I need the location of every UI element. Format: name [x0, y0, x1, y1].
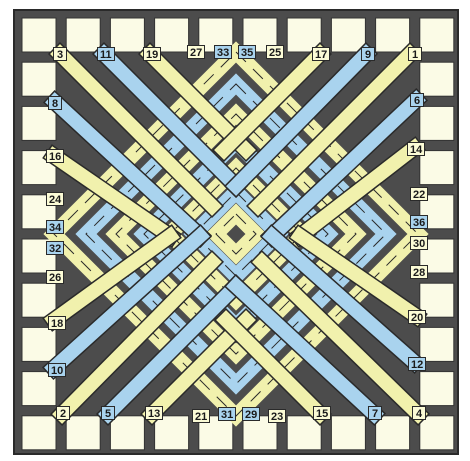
- label-left-34: 34: [46, 220, 64, 234]
- label-bottom-15: 15: [313, 406, 331, 420]
- border-tile: [66, 416, 100, 450]
- border-tile: [331, 416, 365, 450]
- border-tile: [376, 18, 410, 52]
- label-bottom-23: 23: [268, 409, 286, 423]
- label-left-18: 18: [48, 316, 66, 330]
- label-left-32: 32: [46, 241, 64, 255]
- label-top-19: 19: [143, 47, 161, 61]
- border-tile: [22, 327, 56, 361]
- label-bottom-31: 31: [218, 407, 236, 421]
- label-bottom-2: 2: [56, 406, 70, 420]
- label-left-26: 26: [46, 270, 64, 284]
- border-tile: [420, 18, 454, 52]
- border-tile: [22, 18, 56, 52]
- label-right-20: 20: [408, 310, 426, 324]
- border-tile: [376, 416, 410, 450]
- label-top-3: 3: [53, 47, 67, 61]
- border-tile: [110, 18, 144, 52]
- label-top-17: 17: [312, 47, 330, 61]
- label-top-35: 35: [238, 45, 256, 59]
- label-bottom-29: 29: [242, 407, 260, 421]
- label-bottom-21: 21: [192, 409, 210, 423]
- label-top-1: 1: [408, 47, 422, 61]
- label-top-11: 11: [97, 47, 115, 61]
- label-top-9: 9: [361, 47, 375, 61]
- label-right-28: 28: [410, 265, 428, 279]
- label-top-33: 33: [214, 45, 232, 59]
- label-right-36: 36: [410, 215, 428, 229]
- label-left-10: 10: [48, 363, 66, 377]
- label-right-22: 22: [410, 187, 428, 201]
- label-top-25: 25: [266, 45, 284, 59]
- label-bottom-7: 7: [368, 406, 382, 420]
- border-tile: [420, 416, 454, 450]
- border-tile: [420, 106, 454, 140]
- border-tile: [110, 416, 144, 450]
- border-tile: [22, 106, 56, 140]
- label-right-30: 30: [410, 236, 428, 250]
- label-top-27: 27: [187, 45, 205, 59]
- label-left-24: 24: [46, 192, 64, 206]
- border-tile: [66, 18, 100, 52]
- border-tile: [22, 62, 56, 96]
- label-right-6: 6: [410, 93, 424, 107]
- label-left-16: 16: [46, 149, 64, 163]
- label-right-14: 14: [407, 142, 425, 156]
- label-bottom-5: 5: [101, 406, 115, 420]
- border-tile: [22, 416, 56, 450]
- border-tile: [420, 372, 454, 406]
- label-bottom-4: 4: [412, 406, 426, 420]
- border-tile: [420, 62, 454, 96]
- label-bottom-13: 13: [145, 406, 163, 420]
- label-right-12: 12: [408, 357, 426, 371]
- label-left-8: 8: [48, 96, 62, 110]
